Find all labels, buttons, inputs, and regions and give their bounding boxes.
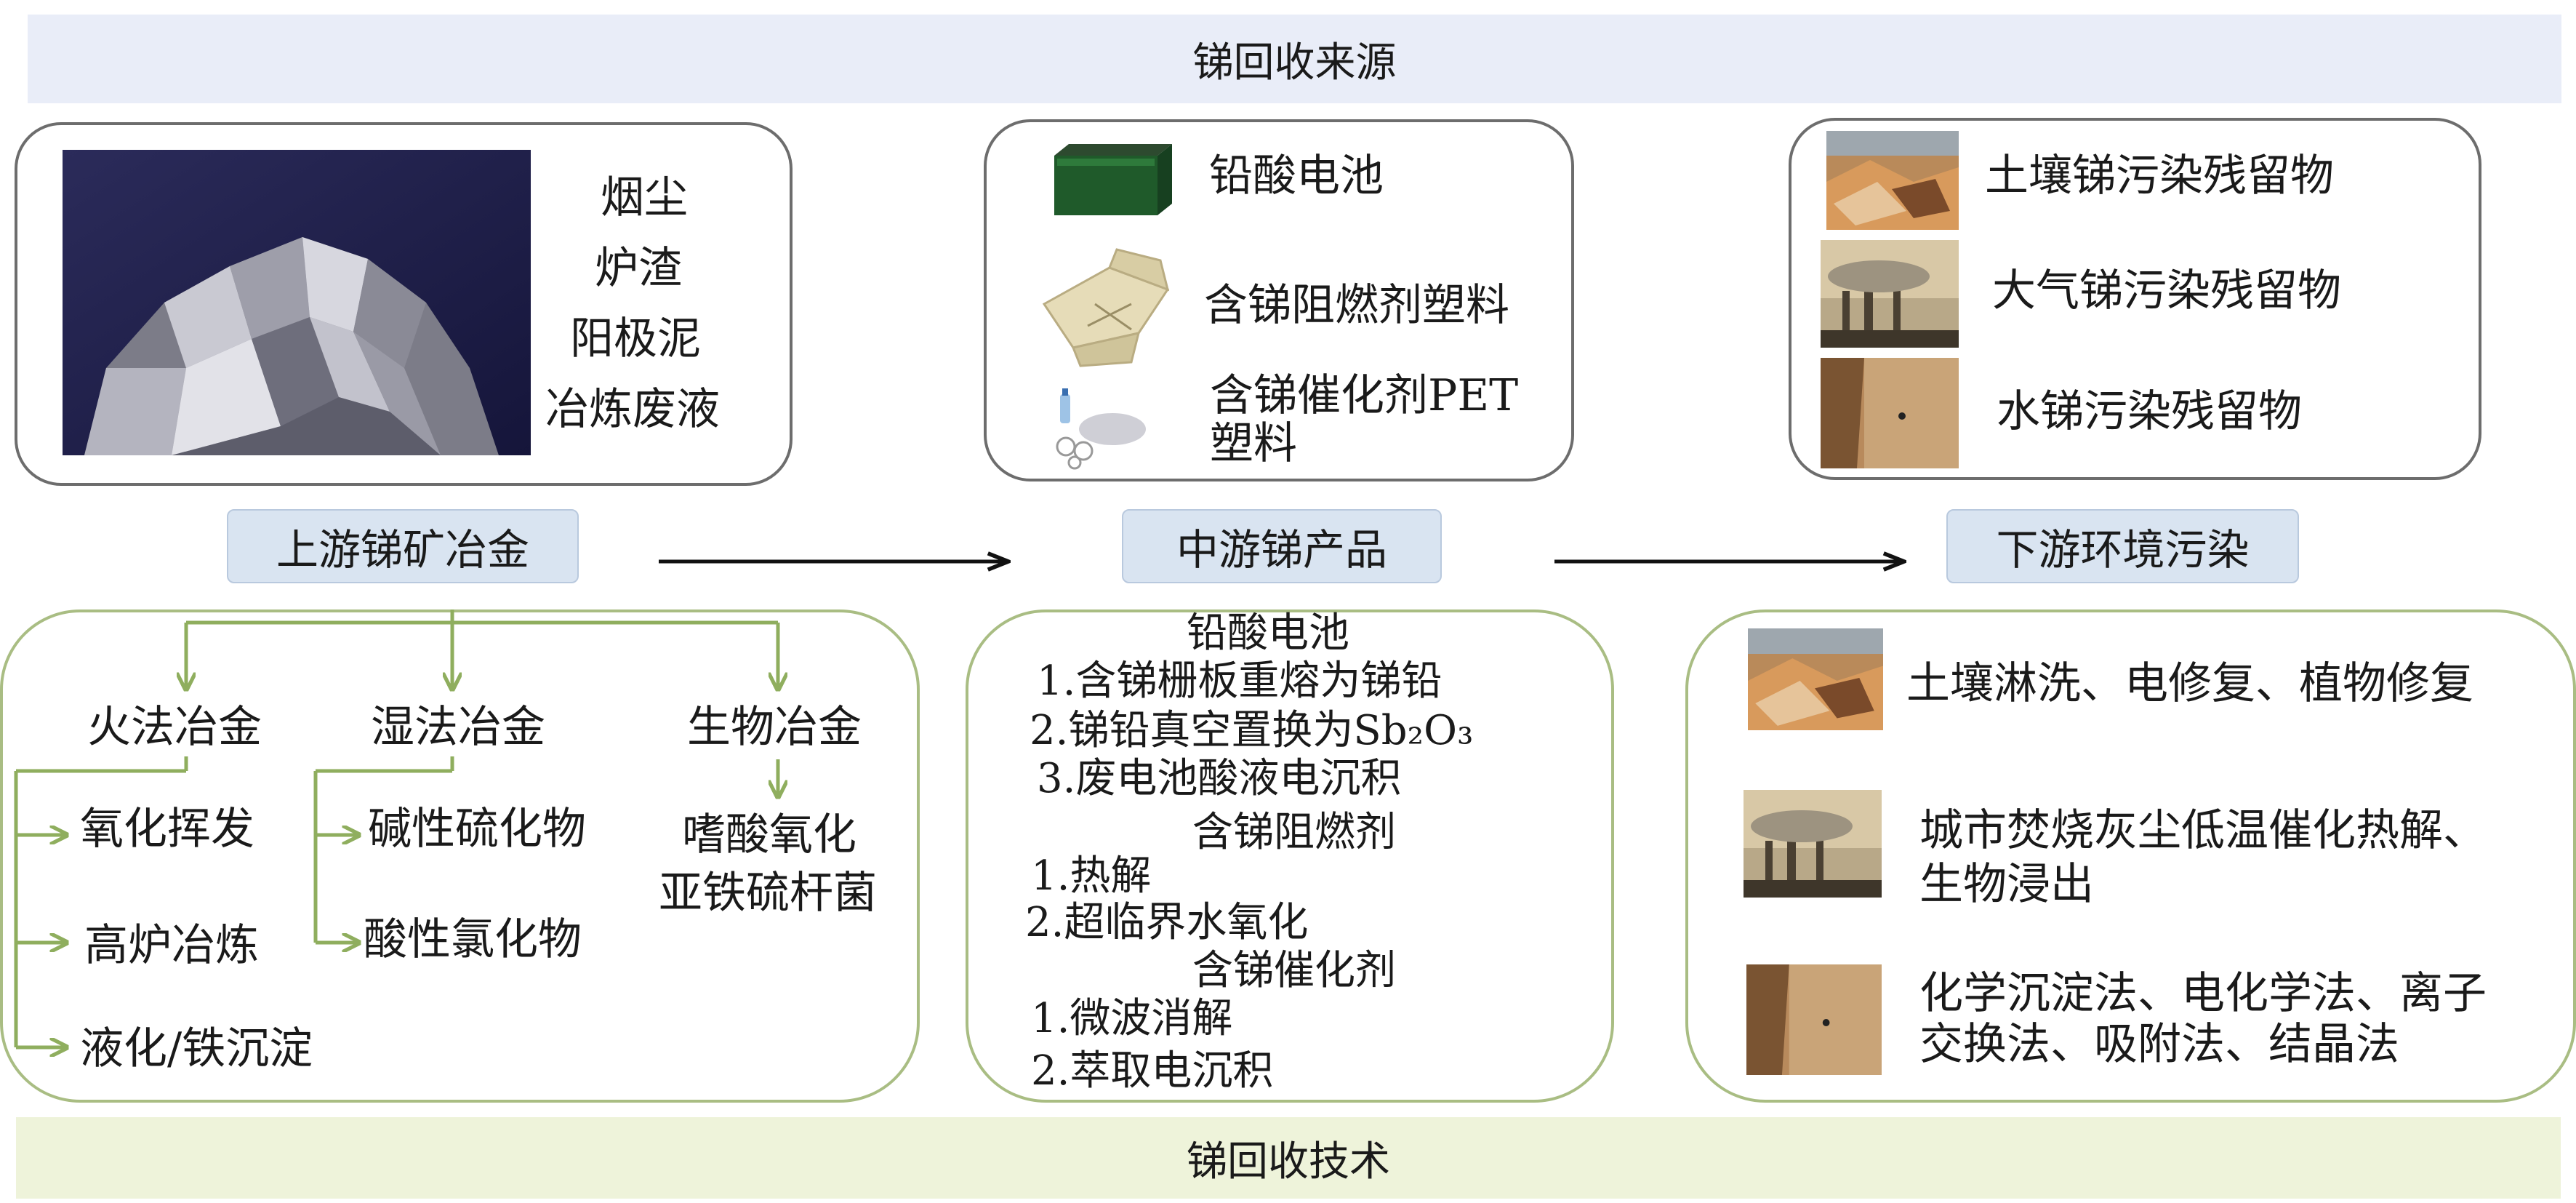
midstream-tech-catalyst-title: 含锑催化剂 [1192, 947, 1396, 994]
pyrometallurgy-item: 氧化挥发 [80, 804, 254, 855]
downstream-tech-air-line2: 生物浸出 [1919, 859, 2094, 910]
upstream-source-item: 冶炼废液 [545, 384, 720, 435]
pyrometallurgy-item: 液化/铁沉淀 [80, 1023, 313, 1074]
top-banner: 锑回收来源 [28, 15, 2561, 103]
upstream-technology-box [0, 610, 920, 1103]
midstream-source-pet-line1: 含锑催化剂PET [1210, 370, 1519, 421]
midstream-tech-battery-item: 2.锑铅真空置换为Sb₂O₃ [1030, 707, 1474, 754]
biometallurgy-item: 亚铁硫杆菌 [659, 868, 877, 919]
pyrometallurgy-label: 火法冶金 [87, 702, 262, 753]
hydrometallurgy-item: 碱性硫化物 [368, 804, 586, 855]
stage-downstream-label: 下游环境污染 [1946, 509, 2299, 583]
water-pollution-photo [1821, 358, 1959, 468]
flame-retardant-plastic-picture [1030, 246, 1181, 369]
midstream-technology-box [966, 610, 1614, 1103]
midstream-tech-catalyst-item: 2.萃取电沉积 [1031, 1047, 1274, 1095]
air-remediation-photo [1744, 790, 1882, 898]
soil-remediation-photo [1748, 628, 1883, 730]
hydrometallurgy-label: 湿法冶金 [371, 702, 545, 753]
pyrometallurgy-item: 高炉冶炼 [84, 920, 259, 971]
stage-upstream-label: 上游锑矿冶金 [227, 509, 579, 583]
bottom-banner-title: 锑回收技术 [1187, 1138, 1390, 1186]
downstream-tech-water-line1: 化学沉淀法、电化学法、离子 [1919, 968, 2487, 1019]
antimony-ore-photo [63, 150, 531, 455]
upstream-source-item: 炉渣 [595, 243, 682, 294]
midstream-tech-flame-title: 含锑阻燃剂 [1192, 809, 1396, 856]
pet-plastic-picture [1047, 384, 1160, 470]
downstream-source-air: 大气锑污染残留物 [1992, 265, 2341, 316]
soil-pollution-photo [1826, 131, 1959, 230]
upstream-source-item: 烟尘 [601, 172, 688, 223]
air-pollution-photo [1821, 240, 1959, 348]
bottom-banner: 锑回收技术 [16, 1117, 2561, 1199]
midstream-tech-flame-item: 1.热解 [1031, 852, 1152, 900]
lead-acid-battery-picture [1047, 138, 1178, 220]
water-remediation-photo [1746, 964, 1882, 1075]
hydrometallurgy-item: 酸性氯化物 [364, 914, 582, 965]
midstream-tech-flame-item: 2.超临界水氧化 [1025, 899, 1309, 946]
downstream-tech-air-line1: 城市焚烧灰尘低温催化热解、 [1919, 805, 2487, 856]
downstream-tech-water-line2: 交换法、吸附法、结晶法 [1919, 1019, 2399, 1070]
midstream-tech-battery-title: 铅酸电池 [1187, 610, 1349, 657]
top-banner-title: 锑回收来源 [1192, 39, 1397, 87]
upstream-source-item: 阳极泥 [570, 313, 701, 364]
midstream-tech-battery-item: 1.含锑栅板重熔为锑铅 [1037, 658, 1443, 705]
biometallurgy-item: 嗜酸氧化 [682, 810, 856, 860]
midstream-tech-catalyst-item: 1.微波消解 [1031, 995, 1233, 1042]
stage-midstream-label: 中游锑产品 [1122, 509, 1442, 583]
downstream-source-soil: 土壤锑污染残留物 [1985, 151, 2334, 201]
midstream-source-flame-retardant: 含锑阻燃剂塑料 [1204, 280, 1509, 331]
midstream-source-pet-line2: 塑料 [1210, 418, 1297, 469]
downstream-tech-soil: 土壤淋洗、电修复、植物修复 [1906, 658, 2473, 709]
biometallurgy-label: 生物冶金 [687, 702, 862, 753]
midstream-tech-battery-item: 3.废电池酸液电沉积 [1037, 755, 1402, 802]
downstream-source-water: 水锑污染残留物 [1997, 386, 2302, 437]
midstream-source-battery: 铅酸电池 [1209, 151, 1384, 201]
